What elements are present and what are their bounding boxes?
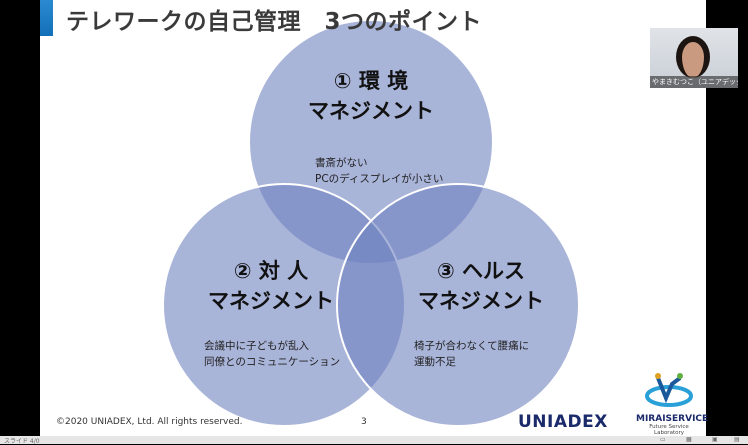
participant-name: やまきむつこ（ユニアデックス）	[650, 76, 738, 88]
circle-3-description: 椅子が合わなくて腰痛に 運動不足	[414, 338, 529, 370]
view-reading-icon[interactable]: ▣	[712, 436, 718, 443]
circle-3-line: 椅子が合わなくて腰痛に	[414, 340, 530, 352]
slide-indicator: スライド 4/0	[4, 438, 40, 445]
circle-1-line: PCのディスプレイが小さい	[315, 173, 444, 185]
page-number: 3	[361, 417, 367, 427]
circle-2-heading: ② 対 人 マネジメント	[200, 256, 342, 316]
circle-2-line: 同僚とのコミュニケーション	[204, 356, 341, 368]
miraiservice-name: MIRAISERVICE	[636, 414, 709, 424]
view-normal-icon[interactable]: ▭	[660, 436, 666, 443]
miraiservice-subtitle: Future Service Laboratory	[649, 424, 689, 436]
circle-2-heading-line2: マネジメント	[208, 289, 334, 313]
circle-2-description: 会議中に子どもが乱入 同僚とのコミュニケーション	[204, 338, 340, 370]
view-slideshow-icon[interactable]: ▤	[734, 436, 740, 443]
webcam-video: やまきむつこ（ユニアデックス）	[650, 28, 738, 88]
circle-1-heading-line2: マネジメント	[308, 99, 434, 123]
miraiservice-logo: MIRAISERVICE Future Service Laboratory	[636, 370, 709, 436]
circle-1-description: 書斎がない PCのディスプレイが小さい	[315, 155, 443, 187]
uniadex-logo: UNIADEX	[518, 412, 608, 432]
slide-title: テレワークの自己管理 3つのポイント	[66, 9, 483, 35]
circle-3-heading-line1: ③ ヘルス	[436, 259, 526, 283]
status-bar: スライド 4/0 ▭ ▦ ▣ ▤	[0, 436, 748, 445]
circle-1-heading: ① 環 境 マネジメント	[300, 66, 442, 126]
circle-1-line: 書斎がない	[315, 157, 368, 169]
participant-video	[676, 36, 710, 78]
circle-2-line: 会議中に子どもが乱入	[204, 340, 309, 352]
copyright: ©2020 UNIADEX, Ltd. All rights reserved.	[56, 417, 243, 427]
circle-3-heading: ③ ヘルス マネジメント	[410, 256, 552, 316]
miraiservice-emblem-icon	[645, 373, 693, 407]
view-sorter-icon[interactable]: ▦	[686, 436, 692, 443]
circle-3-line: 運動不足	[414, 356, 456, 368]
title-accent-bar	[40, 0, 53, 36]
circle-3-heading-line2: マネジメント	[418, 289, 544, 313]
circle-2-heading-line1: ② 対 人	[233, 259, 309, 283]
circle-1-heading-line1: ① 環 境	[333, 69, 409, 93]
